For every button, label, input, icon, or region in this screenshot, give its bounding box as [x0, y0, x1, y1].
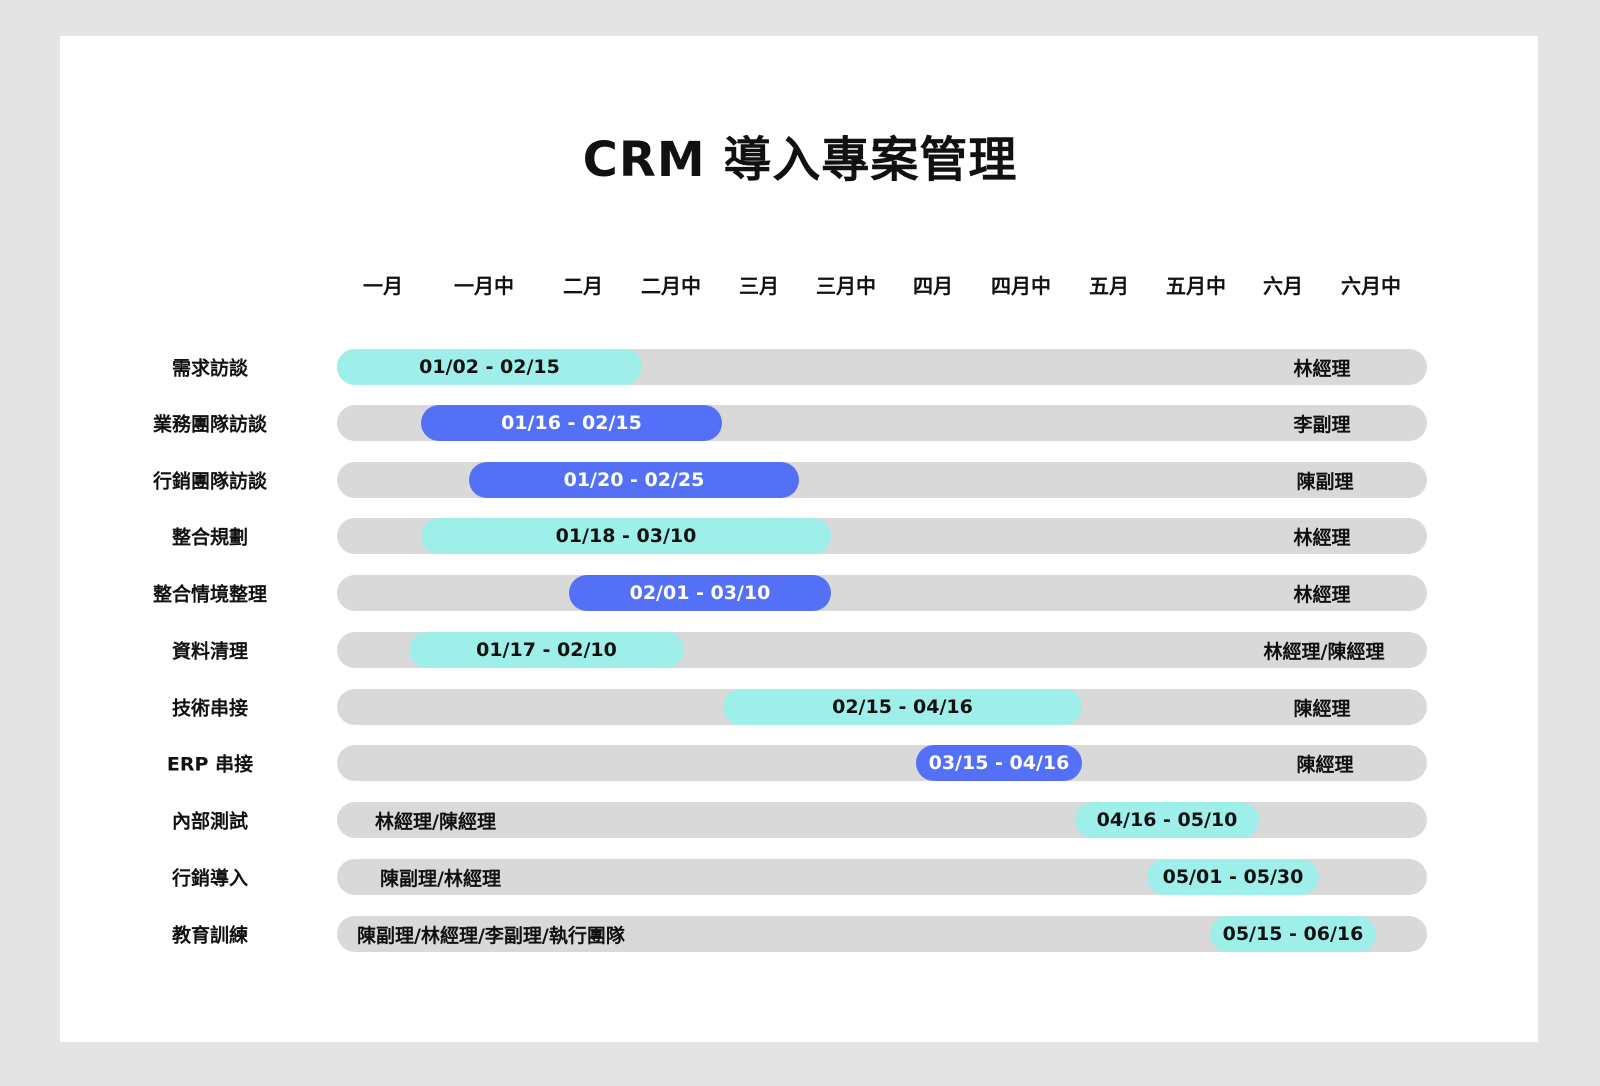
task-label: 資料清理 — [171, 640, 248, 663]
task-owner: 李副理 — [1293, 413, 1351, 436]
task-date-range: 02/01 - 03/10 — [629, 582, 771, 604]
task-bar[interactable]: 01/20 - 02/25 — [469, 462, 799, 498]
x-tick-label: 六月中 — [1341, 274, 1401, 298]
task-owner: 林經理/陳經理 — [375, 810, 496, 833]
task-bar[interactable]: 05/15 - 06/16 — [1210, 916, 1376, 952]
task-track: 01/16 - 02/15 李副理 — [337, 405, 1427, 441]
task-label: 教育訓練 — [171, 924, 248, 947]
task-date-range: 01/02 - 02/15 — [419, 356, 560, 378]
task-date-range: 03/15 - 04/16 — [928, 752, 1070, 774]
task-bar[interactable]: 02/01 - 03/10 — [569, 575, 831, 611]
x-tick-label: 四月 — [913, 274, 953, 298]
task-track: 02/15 - 04/16 陳經理 — [337, 689, 1427, 725]
task-track: 01/18 - 03/10 林經理 — [337, 518, 1427, 554]
task-track: 01/02 - 02/15 林經理 — [337, 349, 1427, 385]
x-tick-label: 二月中 — [641, 274, 701, 298]
task-owner: 林經理/陳經理 — [1263, 640, 1385, 663]
task-label: ERP 串接 — [166, 753, 254, 776]
task-label: 業務團隊訪談 — [152, 413, 267, 436]
task-label: 需求訪談 — [171, 357, 248, 380]
task-date-range: 05/01 - 05/30 — [1162, 866, 1304, 888]
task-bar[interactable]: 04/16 - 05/10 — [1075, 802, 1259, 838]
x-tick-label: 二月 — [563, 274, 603, 298]
task-owner: 陳副理 — [1296, 470, 1354, 493]
task-date-range: 01/17 - 02/10 — [476, 639, 617, 661]
task-track: 01/17 - 02/10 林經理/陳經理 — [337, 632, 1427, 668]
chart-title: CRM 導入專案管理 — [582, 132, 1018, 188]
task-date-range: 01/20 - 02/25 — [563, 469, 705, 491]
task-bar[interactable]: 01/16 - 02/15 — [421, 405, 722, 441]
task-owner: 陳副理/林經理 — [380, 867, 501, 890]
x-tick-label: 一月中 — [454, 274, 514, 298]
x-tick-label: 一月 — [363, 274, 403, 298]
task-owner: 林經理 — [1293, 357, 1351, 380]
task-bar[interactable]: 01/17 - 02/10 — [409, 632, 684, 668]
task-track: 02/01 - 03/10 林經理 — [337, 575, 1427, 611]
task-date-range: 05/15 - 06/16 — [1222, 923, 1364, 945]
task-track: 05/01 - 05/30 陳副理/林經理 — [337, 859, 1427, 895]
task-owner: 陳經理 — [1296, 753, 1354, 776]
task-label: 整合規劃 — [171, 526, 248, 549]
x-tick-label: 六月 — [1263, 274, 1303, 298]
task-date-range: 04/16 - 05/10 — [1096, 809, 1238, 831]
task-track: 05/15 - 06/16 陳副理/林經理/李副理/執行團隊 — [337, 916, 1427, 952]
task-track: 04/16 - 05/10 林經理/陳經理 — [337, 802, 1427, 838]
task-track: 01/20 - 02/25 陳副理 — [337, 462, 1427, 498]
task-owner: 陳經理 — [1293, 697, 1351, 720]
task-label: 技術串接 — [171, 697, 248, 720]
x-tick-label: 三月中 — [816, 274, 876, 298]
task-label: 內部測試 — [171, 810, 248, 833]
task-label: 行銷團隊訪談 — [152, 470, 267, 493]
x-tick-label: 五月中 — [1166, 274, 1226, 298]
task-date-range: 02/15 - 04/16 — [832, 696, 973, 718]
task-bar[interactable]: 05/01 - 05/30 — [1147, 859, 1319, 895]
task-bar[interactable]: 03/15 - 04/16 — [916, 745, 1082, 781]
task-bar[interactable]: 02/15 - 04/16 — [723, 689, 1082, 725]
task-bar[interactable]: 01/18 - 03/10 — [421, 518, 831, 554]
task-owner: 陳副理/林經理/李副理/執行團隊 — [357, 924, 625, 947]
task-owner: 林經理 — [1293, 526, 1351, 549]
x-tick-label: 四月中 — [991, 274, 1051, 298]
task-owner: 林經理 — [1293, 583, 1351, 606]
x-tick-label: 五月 — [1089, 274, 1129, 298]
task-label: 行銷導入 — [171, 867, 248, 890]
task-date-range: 01/18 - 03/10 — [555, 525, 697, 547]
task-date-range: 01/16 - 02/15 — [501, 412, 642, 434]
task-label: 整合情境整理 — [152, 583, 267, 606]
x-tick-label: 三月 — [739, 274, 779, 298]
task-track: 03/15 - 04/16 陳經理 — [337, 745, 1427, 781]
task-bar[interactable]: 01/02 - 02/15 — [337, 349, 642, 385]
